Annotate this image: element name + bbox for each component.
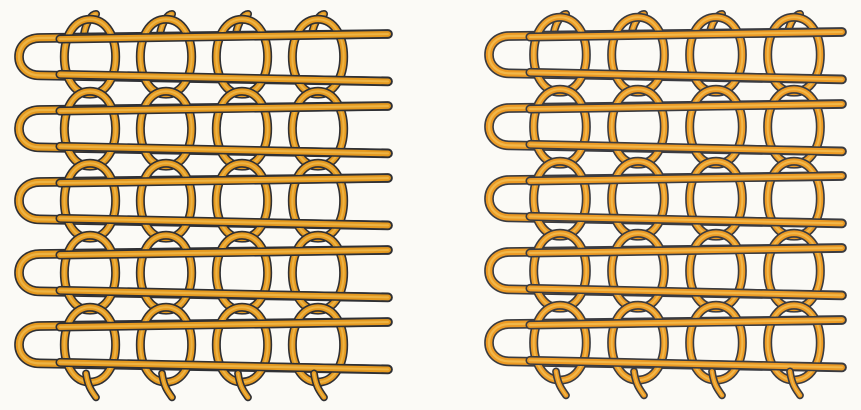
- horizontal-wire: [60, 178, 388, 183]
- horizontal-wire: [530, 176, 842, 181]
- horizontal-wire: [530, 248, 842, 253]
- horizontal-wire: [530, 32, 842, 37]
- horizontal-wire: [60, 106, 388, 111]
- horizontal-wire: [530, 320, 842, 325]
- horizontal-wire: [60, 34, 388, 39]
- horizontal-wire: [530, 104, 842, 109]
- horizontal-wire: [60, 250, 388, 255]
- horizontal-wire: [60, 322, 388, 327]
